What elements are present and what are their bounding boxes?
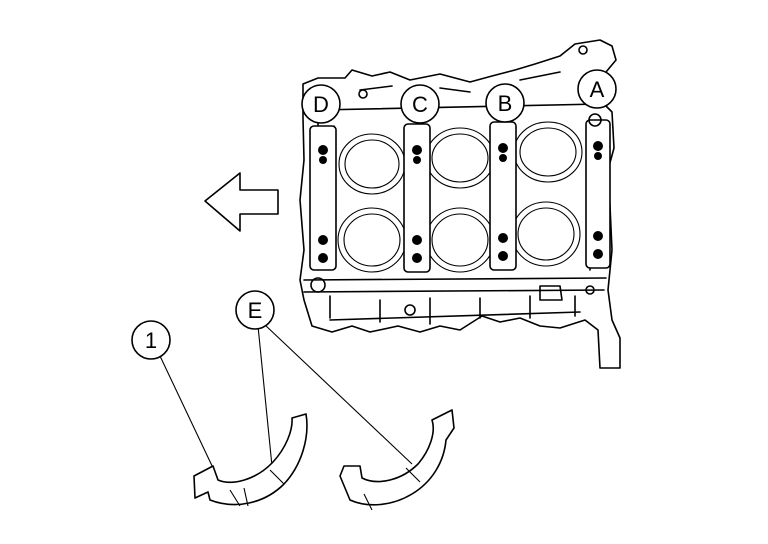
thrust-bearing-1 [193, 413, 308, 507]
callout-a: A [577, 69, 617, 109]
bearing-cap-c [403, 123, 431, 273]
bearing-cap-a [585, 119, 611, 269]
thrust-bearing-2 [339, 409, 455, 511]
left-arrow-icon [204, 172, 279, 232]
callout-e: E [235, 290, 275, 330]
svg-text:E: E [248, 298, 263, 323]
cylinder-block [299, 39, 621, 369]
callout-b: B [485, 83, 525, 123]
bearing-cap-d [309, 125, 337, 271]
callout-d: D [301, 84, 341, 124]
callout-c: C [400, 84, 440, 124]
bearing-cap-b [489, 121, 517, 271]
svg-text:C: C [412, 92, 428, 117]
svg-text:1: 1 [145, 328, 157, 353]
callout-1: 1 [131, 320, 171, 360]
svg-text:D: D [313, 92, 329, 117]
svg-text:A: A [590, 77, 605, 102]
svg-text:B: B [498, 91, 513, 116]
leader-lines [159, 323, 413, 471]
